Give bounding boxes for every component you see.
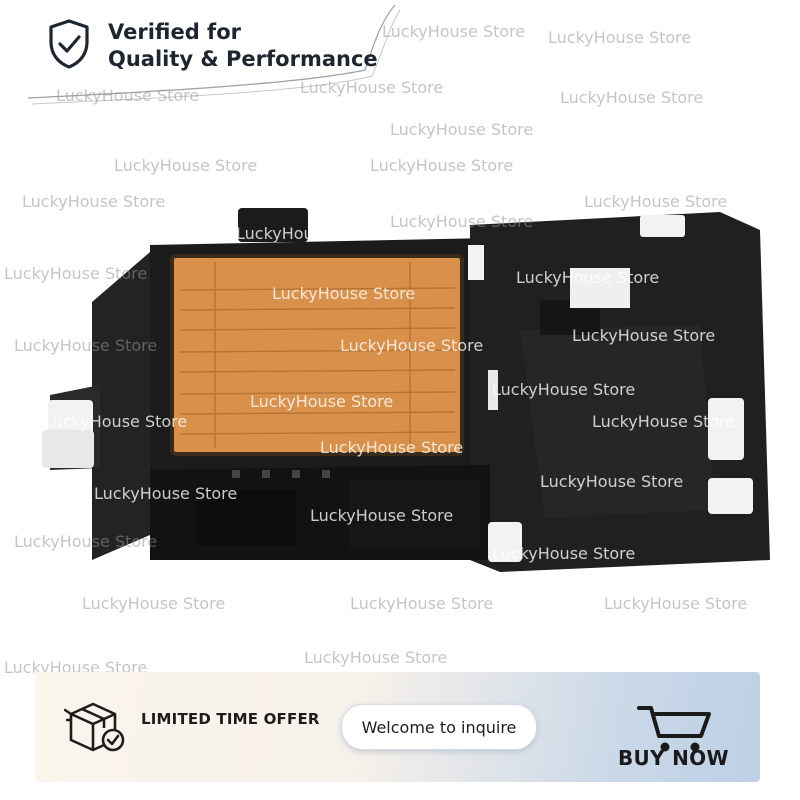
verified-badge: Verified for Quality & Performance [0,0,400,115]
shopping-cart-icon[interactable] [635,702,717,754]
buy-now-button[interactable]: BUY NOW [618,746,729,770]
package-check-icon [63,702,125,752]
badge-title-line1: Verified for [108,20,241,44]
offer-banner: LIMITED TIME OFFER Welcome to inquire BU… [35,672,760,782]
limited-offer-label: LIMITED TIME OFFER [141,710,320,728]
shield-check-icon [49,19,89,69]
badge-title-line2: Quality & Performance [108,47,378,71]
inquire-button[interactable]: Welcome to inquire [341,704,537,750]
badge-divider-curve [27,4,400,105]
